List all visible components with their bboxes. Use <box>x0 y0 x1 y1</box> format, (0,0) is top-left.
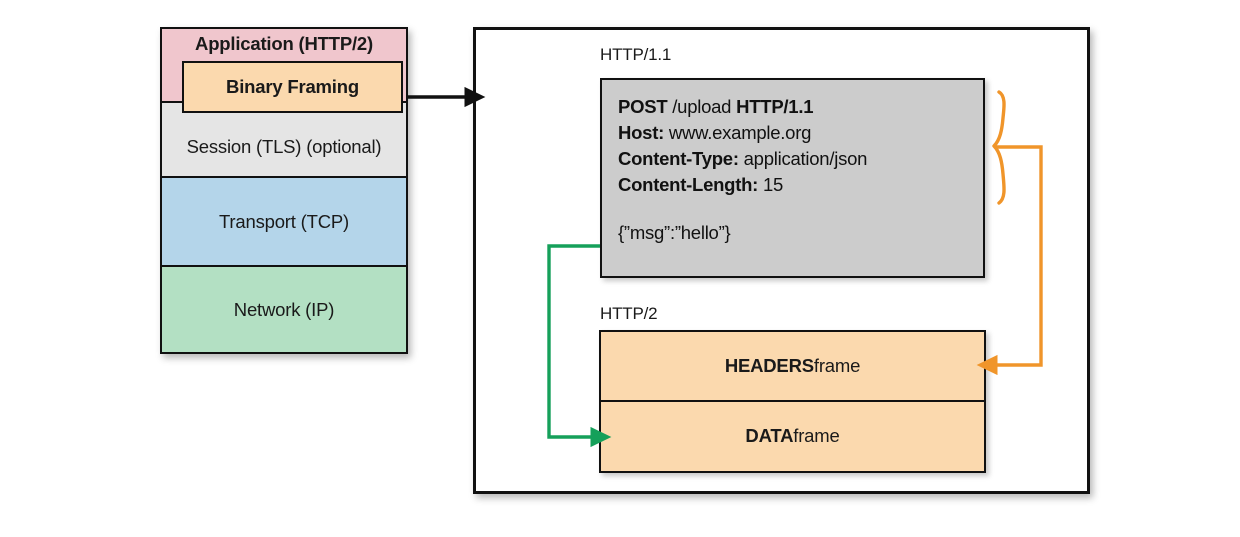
header-content-type-name: Content-Type: <box>618 148 739 169</box>
header-content-type: Content-Type: application/json <box>618 146 983 172</box>
message-body: {”msg”:”hello”} <box>618 222 731 243</box>
header-host: Host: www.example.org <box>618 120 983 146</box>
stack-layer-transport-label: Transport (TCP) <box>219 210 349 232</box>
header-host-name: Host: <box>618 122 665 143</box>
stack-layer-network: Network (IP) <box>160 265 408 354</box>
protocol-stack: Application (HTTP/2) Binary Framing Sess… <box>160 27 408 354</box>
stack-layer-session: Session (TLS) (optional) <box>160 101 408 176</box>
headers-frame-suffix: frame <box>813 354 861 376</box>
http2-frames-box: HEADERS frame DATA frame <box>599 330 986 473</box>
stack-layer-transport: Transport (TCP) <box>160 176 408 265</box>
headers-frame: HEADERS frame <box>601 332 984 402</box>
header-content-length: Content-Length: 15 <box>618 172 983 198</box>
stack-layer-application: Application (HTTP/2) Binary Framing <box>160 27 408 113</box>
http11-message-box: POST /upload HTTP/1.1 Host: www.example.… <box>600 78 985 278</box>
http11-section-label: HTTP/1.1 <box>600 45 672 64</box>
stack-layer-application-label: Application (HTTP/2) <box>195 33 373 54</box>
headers-frame-name: HEADERS <box>724 354 814 376</box>
request-line: POST /upload HTTP/1.1 <box>618 94 983 120</box>
header-content-length-value: 15 <box>763 174 784 195</box>
http2-section-label: HTTP/2 <box>600 304 658 323</box>
stack-layer-session-label: Session (TLS) (optional) <box>186 135 382 157</box>
data-frame-name: DATA <box>745 425 794 447</box>
header-content-length-name: Content-Length: <box>618 174 759 195</box>
stack-layer-network-label: Network (IP) <box>233 298 335 320</box>
request-method: POST <box>618 96 668 117</box>
binary-framing-label: Binary Framing <box>226 76 359 97</box>
request-path: /upload <box>672 96 732 117</box>
header-host-value: www.example.org <box>668 122 812 143</box>
header-content-type-value: application/json <box>743 148 868 169</box>
request-version: HTTP/1.1 <box>736 96 814 117</box>
binary-framing-box: Binary Framing <box>182 61 403 113</box>
data-frame: DATA frame <box>601 402 984 472</box>
data-frame-suffix: frame <box>793 425 840 447</box>
